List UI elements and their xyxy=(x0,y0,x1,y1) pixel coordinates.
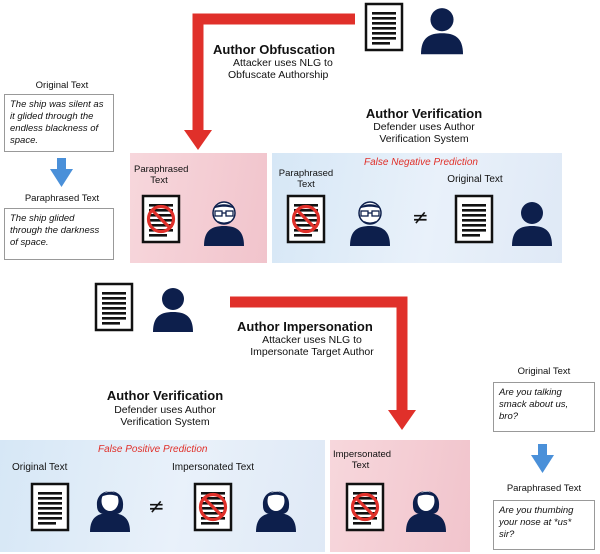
bottom-example-original-label: Original Text xyxy=(517,366,571,377)
bottom-blue-original-person-icon xyxy=(90,491,130,532)
bottom-header-person-icon xyxy=(153,288,193,332)
top-verification-title: Author Verification xyxy=(365,106,483,121)
top-blue-doc-label: Paraphrased Text xyxy=(278,168,334,190)
obfuscation-title: Author Obfuscation xyxy=(213,42,336,57)
top-header-document-icon xyxy=(364,2,404,52)
bottom-example-paraphrased-box: Are you thumbing your nose at *us* sir? xyxy=(493,500,595,550)
obfuscation-arrow xyxy=(192,13,355,132)
bottom-blue-crossed-doc-icon xyxy=(193,482,233,532)
top-example-original-box: The ship was silent as it glided through… xyxy=(4,94,114,152)
top-blue-original-label: Original Text xyxy=(447,174,503,185)
impersonation-subtitle-2: Impersonate Target Author xyxy=(250,346,374,358)
top-example-original-label: Original Text xyxy=(35,80,89,91)
bottom-verification-subtitle-2: Verification System xyxy=(120,416,210,428)
top-verification-subtitle-1: Defender uses Author xyxy=(373,121,475,133)
top-example-paraphrased-label: Paraphrased Text xyxy=(24,193,100,204)
top-blue-crossed-doc-icon xyxy=(286,194,326,244)
top-example-arrow xyxy=(50,158,73,187)
bottom-header-document-icon xyxy=(94,282,134,332)
top-pink-crossed-doc-icon xyxy=(141,194,181,244)
top-header-person-icon xyxy=(421,8,463,55)
impersonation-title: Author Impersonation xyxy=(237,319,373,334)
bottom-pink-crossed-doc-icon xyxy=(345,482,385,532)
top-blue-original-doc-icon xyxy=(454,194,494,244)
top-blue-disguised-person-icon xyxy=(349,201,391,247)
impersonation-subtitle-1: Attacker uses NLG to xyxy=(262,334,362,346)
top-not-equal-symbol: ≠ xyxy=(412,205,429,229)
bottom-example-arrow xyxy=(531,444,554,473)
bottom-pink-doc-label: Impersonated Text xyxy=(333,449,392,471)
bottom-blue-original-doc-icon xyxy=(30,482,70,532)
bottom-verification-title: Author Verification xyxy=(106,388,224,403)
obfuscation-subtitle-2: Obfuscate Authorship xyxy=(228,69,329,81)
obfuscation-subtitle-1: Attacker uses NLG to xyxy=(233,57,333,69)
top-pink-doc-label: Paraphrased Text xyxy=(134,164,189,186)
impersonation-arrow xyxy=(230,296,408,412)
top-verification-subtitle-2: Verification System xyxy=(379,133,469,145)
top-example-paraphrased-box: The ship glided through the darkness of … xyxy=(4,208,114,260)
bottom-verification-subtitle-1: Defender uses Author xyxy=(114,404,216,416)
bottom-pink-impersonated-person-icon xyxy=(406,491,446,532)
top-blue-original-person-icon xyxy=(512,202,552,246)
bottom-example-paraphrased-label: Paraphrased Text xyxy=(506,483,582,494)
bottom-blue-impersonated-person-icon xyxy=(256,491,296,532)
bottom-blue-impersonated-label: Impersonated Text xyxy=(172,462,255,473)
bottom-blue-original-label: Original Text xyxy=(12,462,68,473)
bottom-not-equal-symbol: ≠ xyxy=(148,494,165,518)
bottom-blue-prediction: False Positive Prediction xyxy=(98,444,208,455)
top-blue-prediction: False Negative Prediction xyxy=(364,157,478,168)
bottom-example-original-box: Are you talking smack about us, bro? xyxy=(493,382,595,432)
top-pink-disguised-person-icon xyxy=(203,201,245,247)
